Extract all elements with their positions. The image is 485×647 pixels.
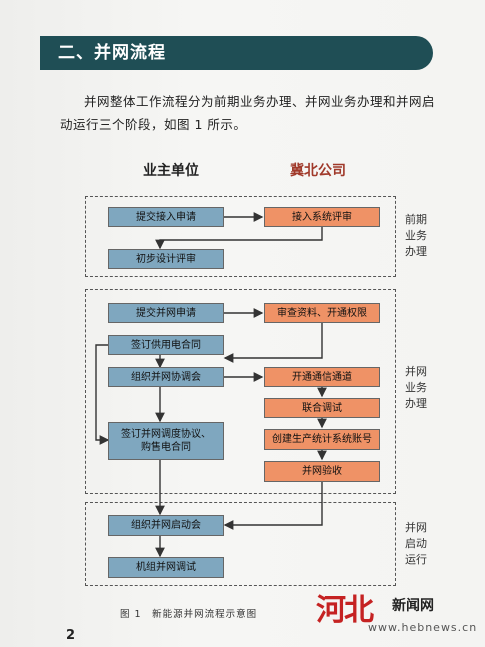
box-joint-debug: 联合调试 [264, 398, 380, 418]
section-title: 二、并网流程 [58, 43, 166, 63]
box-submit-access: 提交接入申请 [108, 207, 224, 227]
section-header-band [40, 36, 433, 70]
watermark-logo: 河北 [316, 585, 374, 629]
stage-label-startup: 并网启动运行 [405, 521, 427, 566]
box-submit-grid: 提交并网申请 [108, 303, 224, 323]
stage-early-frame [85, 196, 396, 277]
box-create-account: 创建生产统计系统账号 [264, 429, 380, 450]
box-access-review: 接入系统评审 [264, 207, 380, 227]
stage-grid-frame [85, 289, 396, 494]
box-startup-meeting: 组织并网启动会 [108, 515, 224, 536]
watermark-logo-text: 河北 [316, 593, 374, 628]
box-sign-supply: 签订供用电合同 [108, 335, 224, 355]
watermark-name: 新闻网 [392, 598, 434, 614]
site-watermark: 河北 新闻网 www.hebnews.cn [316, 585, 476, 635]
stage-startup-frame [85, 502, 396, 586]
stage-label-early: 前期业务办理 [405, 213, 427, 258]
box-coordination: 组织并网协调会 [108, 367, 224, 387]
box-sign-dispatch: 签订并网调度协议、购售电合同 [108, 422, 224, 460]
box-acceptance: 并网验收 [264, 461, 380, 482]
box-unit-debug: 机组并网调试 [108, 557, 224, 578]
stage-label-grid: 并网业务办理 [405, 365, 427, 410]
page-number: 2 [66, 628, 76, 643]
box-preliminary-design: 初步设计评审 [108, 249, 224, 269]
column-head-company: 冀北公司 [290, 163, 346, 179]
intro-paragraph: 并网整体工作流程分为前期业务办理、并网业务办理和并网启动运行三个阶段，如图 1 … [60, 90, 440, 136]
figure-caption: 图 1 新能源并网流程示意图 [120, 609, 258, 620]
box-open-comm: 开通通信通道 [264, 367, 380, 387]
column-head-owner: 业主单位 [143, 163, 199, 179]
box-review-data: 审查资料、开通权限 [264, 303, 380, 323]
intro-text: 并网整体工作流程分为前期业务办理、并网业务办理和并网启动运行三个阶段，如图 1 … [60, 94, 436, 132]
watermark-url: www.hebnews.cn [368, 621, 478, 634]
